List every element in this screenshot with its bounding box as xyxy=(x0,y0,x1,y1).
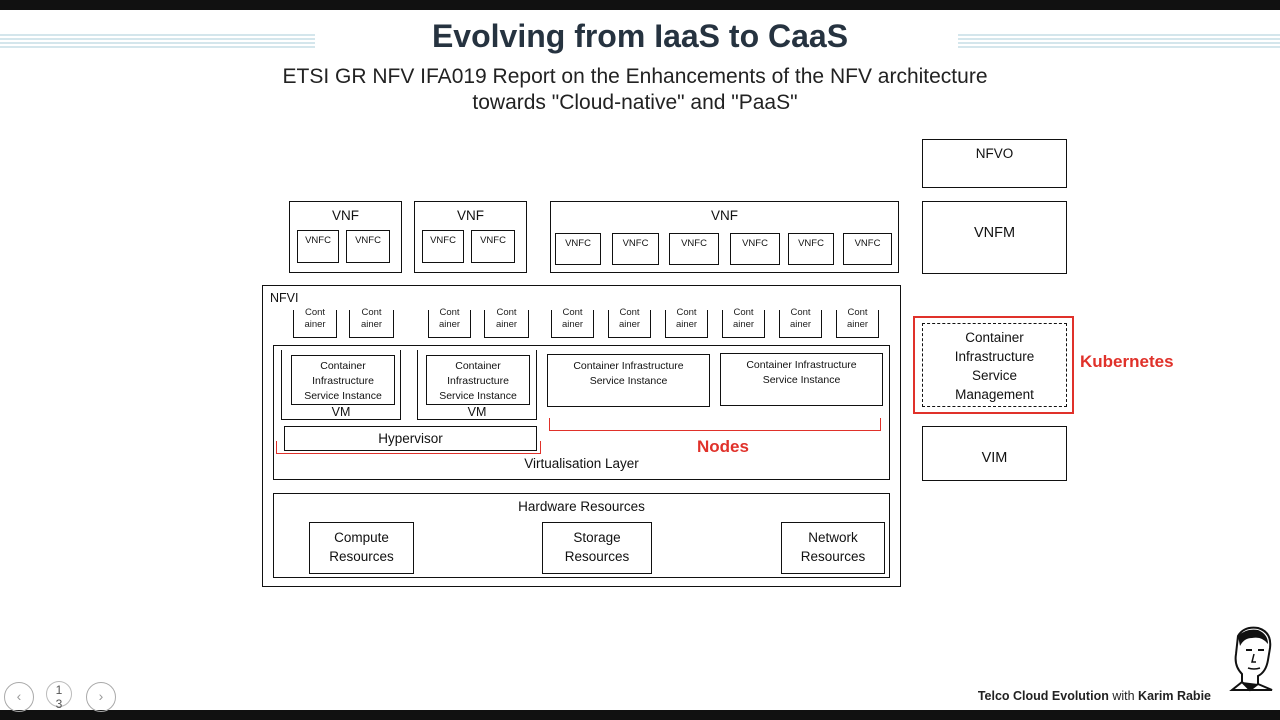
vnfc-label: VNFC xyxy=(430,235,456,246)
hypervisor-box: Hypervisor xyxy=(284,426,537,451)
vnfc-label: VNFC xyxy=(355,235,381,246)
cis-instance-label: Container Infrastructure Service Instanc… xyxy=(304,360,382,402)
kubernetes-label: Kubernetes xyxy=(1080,352,1174,371)
vnfc-box: VNFC xyxy=(422,230,464,263)
vnfm-label: VNFM xyxy=(973,225,1016,241)
vnfc-label: VNFC xyxy=(681,238,707,249)
hardware-resources-label: Hardware Resources xyxy=(518,499,645,514)
slide-subtitle: ETSI GR NFV IFA019 Report on the Enhance… xyxy=(200,64,1070,116)
vnfc-label: VNFC xyxy=(305,235,331,246)
container-label: Cont ainer xyxy=(360,307,383,330)
vnfc-box: VNFC xyxy=(788,233,834,265)
vm-label: VM xyxy=(467,405,487,419)
nfvo-box: NFVO xyxy=(922,139,1067,188)
page-number: 13 xyxy=(46,681,72,711)
subtitle-line-1: ETSI GR NFV IFA019 Report on the Enhance… xyxy=(282,65,988,88)
container-label: Cont ainer xyxy=(732,307,755,330)
footer-author: Karim Rabie xyxy=(1138,689,1211,703)
cism-box: Container Infrastructure Service Managem… xyxy=(922,323,1067,407)
vim-box: VIM xyxy=(922,426,1067,481)
cis-instance-box: Container Infrastructure Service Instanc… xyxy=(426,355,530,405)
page-number-text: 13 xyxy=(55,683,63,711)
vnf-label: VNF xyxy=(332,208,359,223)
container-box: Cont ainer xyxy=(836,307,879,338)
container-label: Cont ainer xyxy=(675,307,698,330)
footer-series: Telco Cloud Evolution xyxy=(977,689,1109,703)
top-bar xyxy=(0,0,1280,10)
footer-with: with xyxy=(1112,689,1135,703)
vm-bracket: VM xyxy=(281,350,401,420)
vnfc-label: VNFC xyxy=(798,238,824,249)
subtitle-line-2: towards "Cloud-native" and "PaaS" xyxy=(472,91,798,114)
prev-slide-button[interactable]: ‹ xyxy=(4,682,34,712)
vnfc-box: VNFC xyxy=(612,233,659,265)
container-box: Cont ainer xyxy=(484,307,529,338)
nfvo-label: NFVO xyxy=(975,146,1014,161)
next-slide-button[interactable]: › xyxy=(86,682,116,712)
vim-label: VIM xyxy=(981,450,1008,466)
cis-instance-label: Container Infrastructure Service Instanc… xyxy=(573,360,684,387)
network-resources-label: Network Resources xyxy=(800,530,866,564)
vnfc-label: VNFC xyxy=(480,235,506,246)
container-box: Cont ainer xyxy=(722,307,765,338)
vm-bracket: VM xyxy=(417,350,537,420)
vnf-box-3: VNF xyxy=(550,201,899,273)
vnfc-label: VNFC xyxy=(565,238,591,249)
virtualisation-layer-label: Virtualisation Layer xyxy=(524,456,639,471)
container-box: Cont ainer xyxy=(551,307,594,338)
container-label: Cont ainer xyxy=(561,307,584,330)
container-box: Cont ainer xyxy=(779,307,822,338)
vnfc-box: VNFC xyxy=(843,233,892,265)
compute-resources-box: Compute Resources xyxy=(309,522,414,574)
storage-resources-box: Storage Resources xyxy=(542,522,652,574)
container-box: Cont ainer xyxy=(293,307,337,338)
vnf-label: VNF xyxy=(711,208,738,223)
vnfc-box: VNFC xyxy=(730,233,780,265)
container-label: Cont ainer xyxy=(304,307,326,330)
container-box: Cont ainer xyxy=(428,307,471,338)
cism-label: Container Infrastructure Service Managem… xyxy=(954,330,1035,402)
vnf-label: VNF xyxy=(457,208,484,223)
vnfm-box: VNFM xyxy=(922,201,1067,274)
kubernetes-highlight xyxy=(913,316,1074,414)
slide-title: Evolving from IaaS to CaaS xyxy=(431,18,849,54)
cis-instance-box: Container Infrastructure Service Instanc… xyxy=(547,354,710,407)
container-label: Cont ainer xyxy=(495,307,518,330)
nodes-bracket xyxy=(549,418,881,431)
hypervisor-label: Hypervisor xyxy=(378,431,443,446)
vnfc-box: VNFC xyxy=(669,233,719,265)
chevron-right-icon: › xyxy=(98,688,104,704)
container-box: Cont ainer xyxy=(665,307,708,338)
network-resources-box: Network Resources xyxy=(781,522,885,574)
vnfc-box: VNFC xyxy=(297,230,339,263)
vnfc-box: VNFC xyxy=(346,230,390,263)
cis-instance-box: Container Infrastructure Service Instanc… xyxy=(291,355,395,405)
nfvi-label: NFVI xyxy=(270,291,299,305)
container-box: Cont ainer xyxy=(608,307,651,338)
vnfc-label: VNFC xyxy=(854,238,881,249)
cis-instance-label: Container Infrastructure Service Instanc… xyxy=(439,360,517,402)
vnfc-label: VNFC xyxy=(622,238,649,249)
container-label: Cont ainer xyxy=(618,307,641,330)
cis-instance-label: Container Infrastructure Service Instanc… xyxy=(746,359,857,386)
footer-credit: Telco Cloud Evolution with Karim Rabie xyxy=(930,689,1211,703)
title-stripe-right xyxy=(958,34,1280,48)
compute-resources-label: Compute Resources xyxy=(329,530,394,564)
cis-instance-box: Container Infrastructure Service Instanc… xyxy=(720,353,883,406)
nodes-label: Nodes xyxy=(697,437,749,456)
vnfc-box: VNFC xyxy=(471,230,515,263)
container-label: Cont ainer xyxy=(789,307,812,330)
vm-group-bracket xyxy=(276,441,541,454)
vnfc-box: VNFC xyxy=(555,233,601,265)
presenter-avatar xyxy=(1229,626,1273,692)
container-box: Cont ainer xyxy=(349,307,394,338)
storage-resources-label: Storage Resources xyxy=(564,530,630,564)
container-label: Cont ainer xyxy=(438,307,461,330)
chevron-left-icon: ‹ xyxy=(16,688,22,704)
vm-label: VM xyxy=(331,405,351,419)
vnfc-label: VNFC xyxy=(742,238,768,249)
container-label: Cont ainer xyxy=(846,307,869,330)
title-stripe-left xyxy=(0,34,315,48)
bottom-bar xyxy=(0,710,1280,720)
